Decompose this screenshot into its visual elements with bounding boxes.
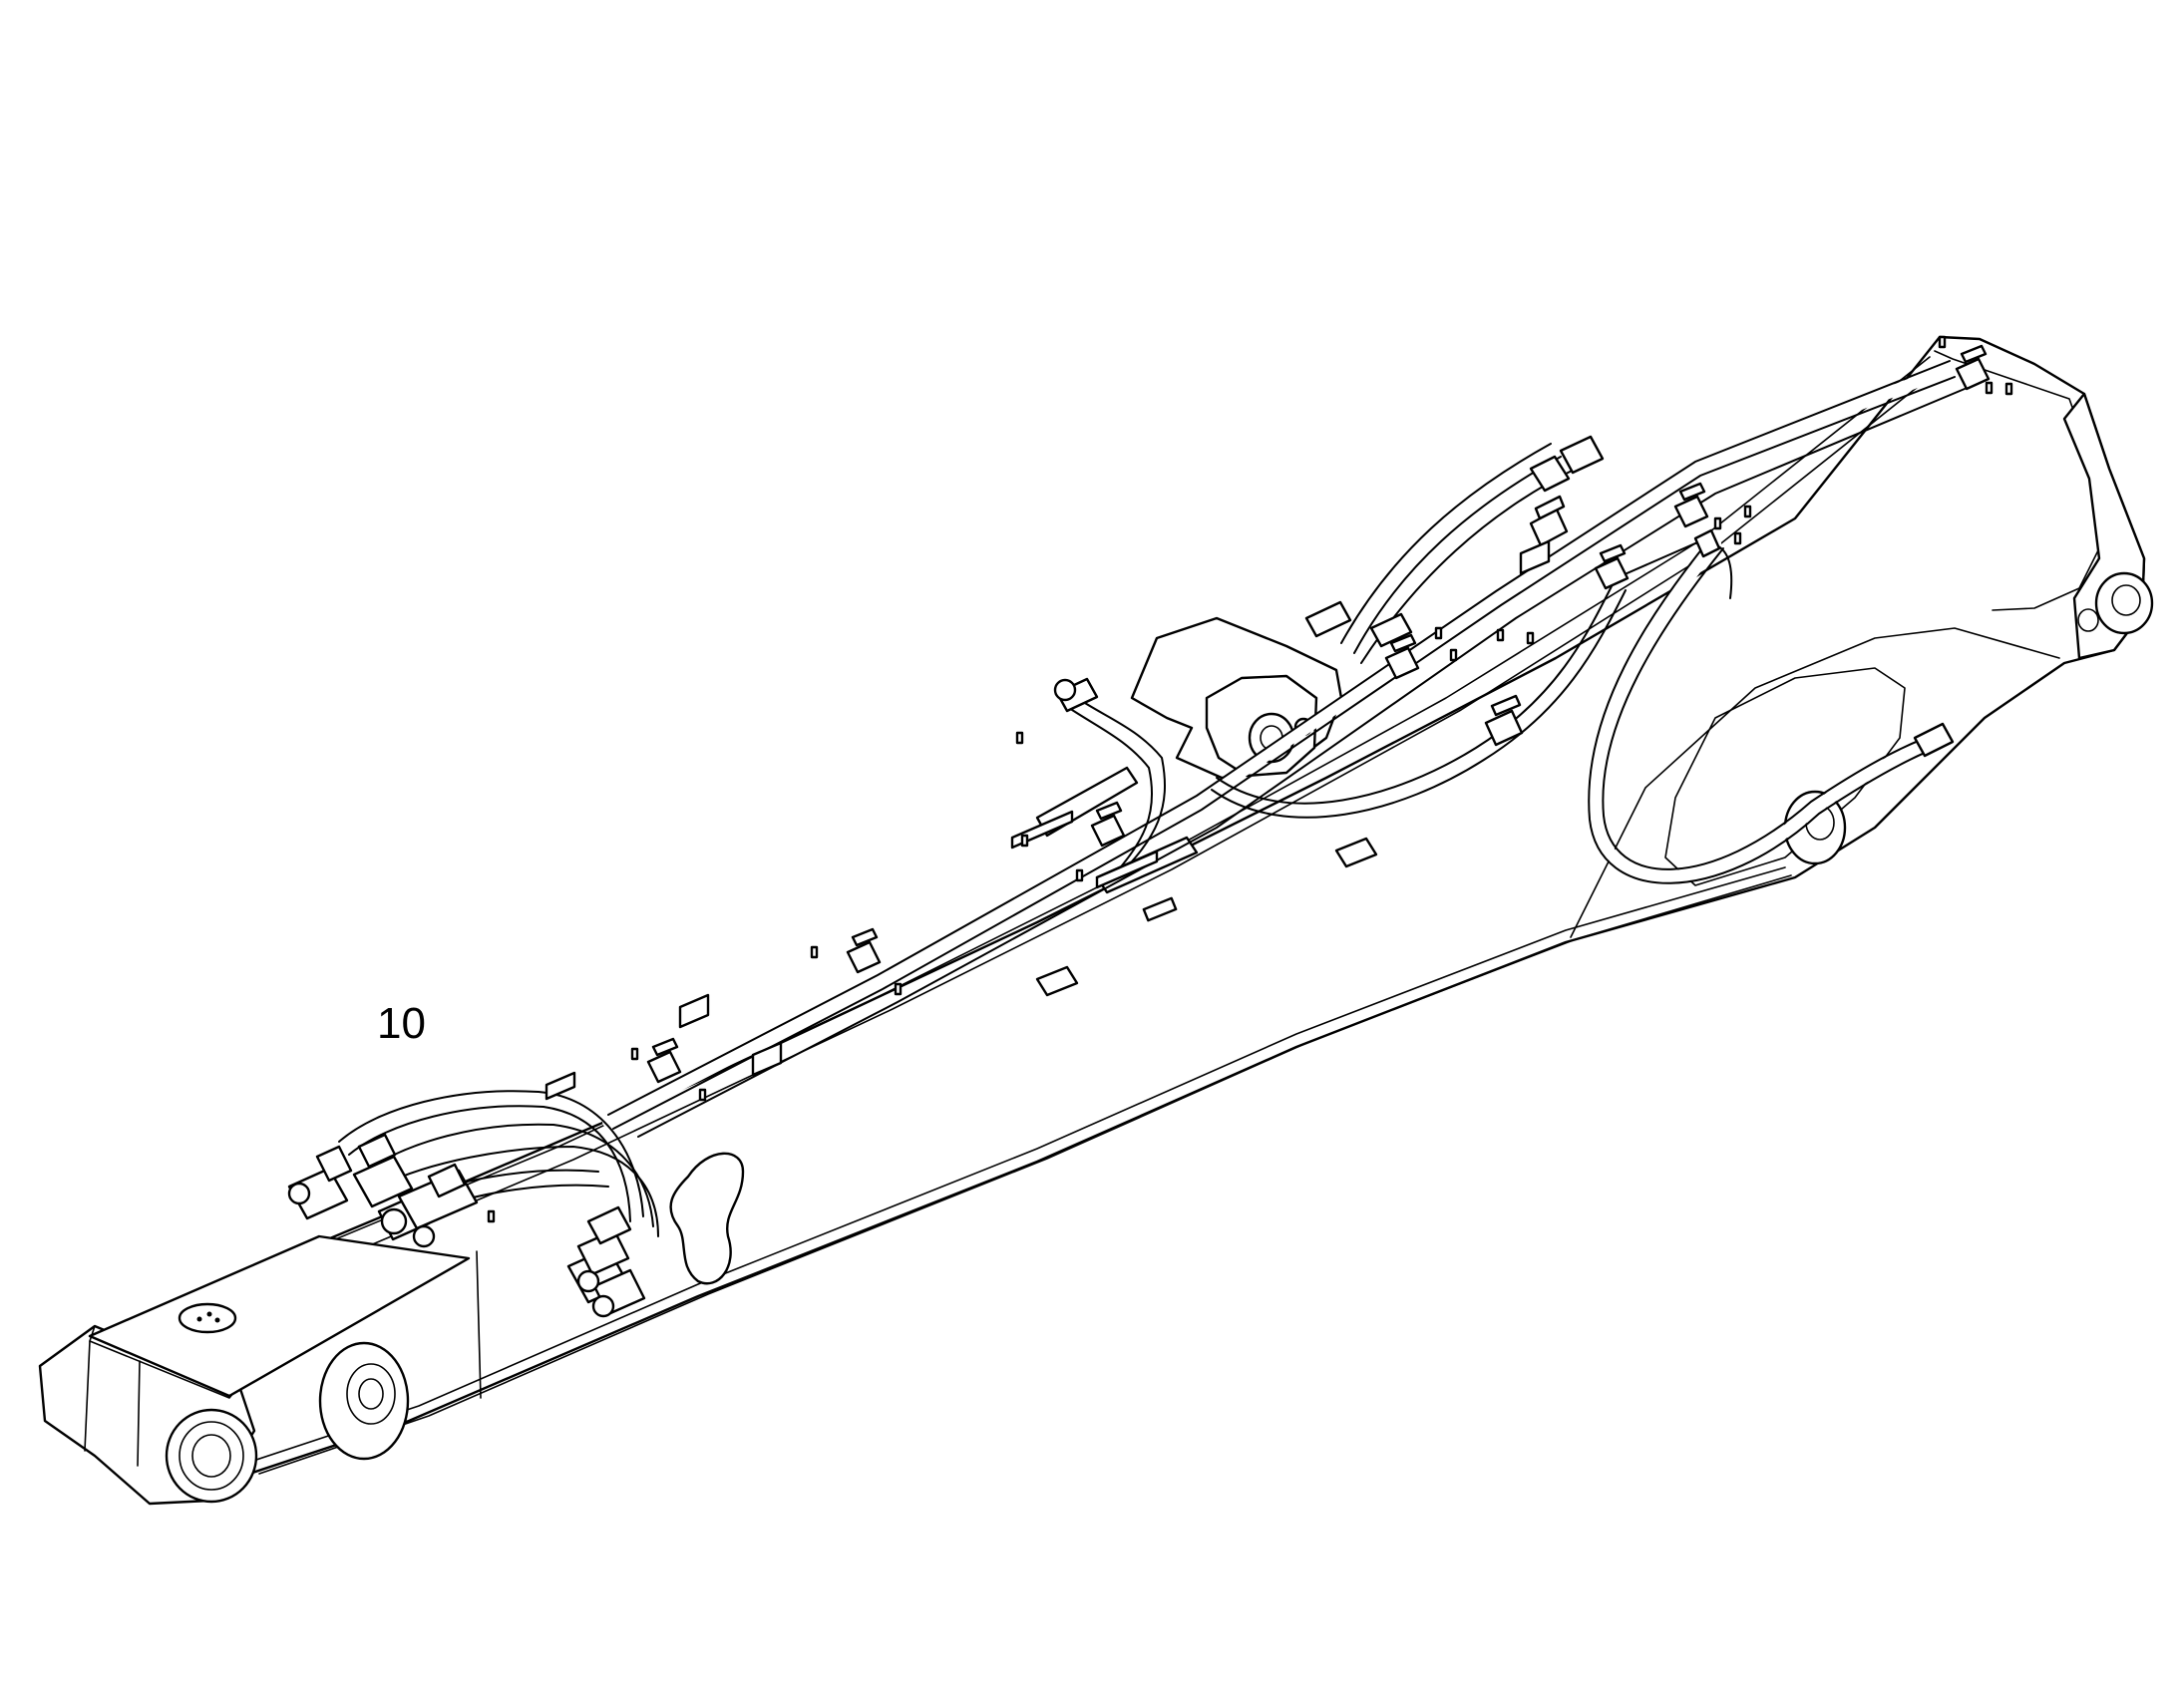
callout-label: 10 (377, 999, 426, 1048)
side-coupler-cluster (566, 1205, 646, 1318)
pipe-clamp-9 (1693, 528, 1721, 558)
pipe-clamp-5 (1673, 482, 1709, 528)
foot-coupler-cluster (287, 1133, 479, 1248)
pipe-clamp-6 (1955, 344, 1991, 391)
pipe-clamp-3 (1090, 801, 1126, 848)
boom-foot (38, 1234, 471, 1506)
pipe-clamp-4 (1384, 633, 1420, 680)
pipe-clamp-7 (1594, 543, 1630, 590)
pipe-clamp-10 (1529, 495, 1569, 547)
hose-fittings (287, 435, 1955, 1318)
pipe-clamp-1 (646, 1037, 682, 1084)
pipe-clamps (646, 344, 1991, 1084)
boom-head (1783, 392, 2154, 865)
boom-details (487, 335, 2013, 1285)
pipe-clamp-8 (1484, 694, 1524, 747)
pipe-clamp-2 (846, 927, 882, 974)
stud-markers (487, 335, 2013, 1223)
boom-body (86, 335, 2146, 1498)
